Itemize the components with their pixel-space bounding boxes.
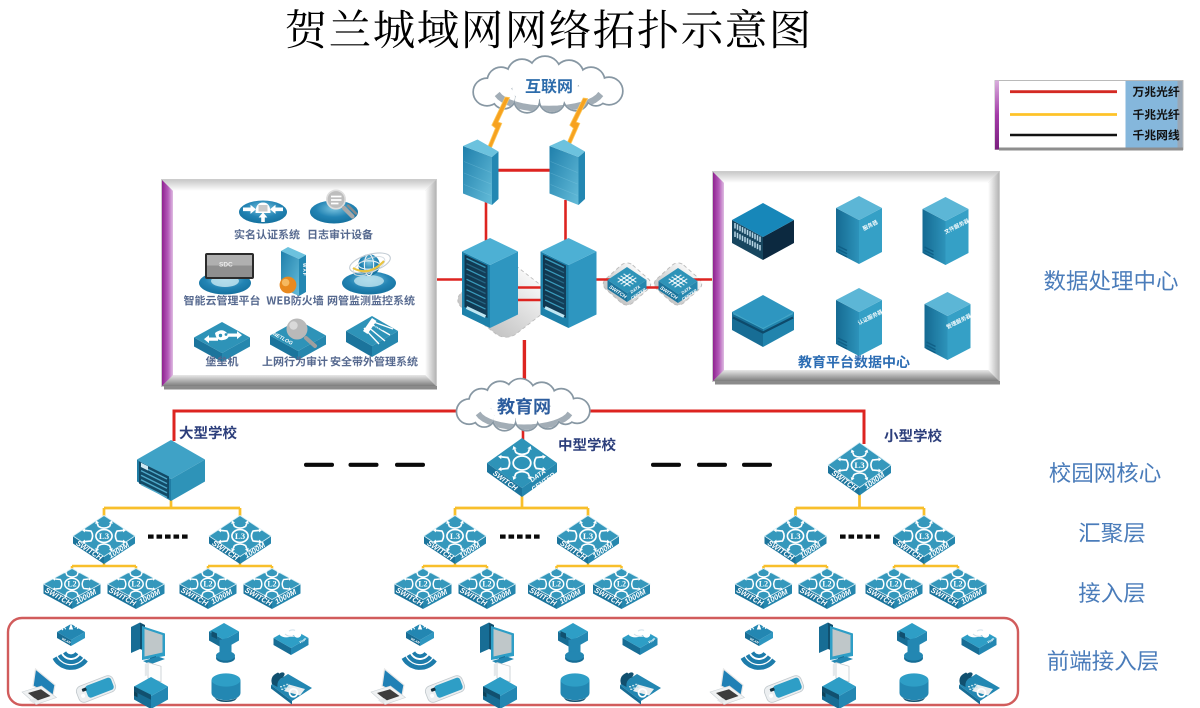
svg-text:L2: L2	[418, 580, 427, 589]
svg-text:L2: L2	[131, 580, 140, 589]
svg-text:L2: L2	[552, 580, 561, 589]
svg-text:L3: L3	[235, 531, 246, 541]
svg-text:L2: L2	[482, 580, 491, 589]
svg-text:L2: L2	[267, 580, 276, 589]
svg-text:L3: L3	[99, 531, 110, 541]
svg-text:L2: L2	[203, 580, 212, 589]
svg-text:L2: L2	[889, 580, 898, 589]
svg-text:L3: L3	[450, 531, 461, 541]
svg-text:L2: L2	[617, 580, 626, 589]
svg-text:L2: L2	[822, 580, 831, 589]
svg-text:L2: L2	[67, 580, 76, 589]
svg-text:L2: L2	[759, 580, 768, 589]
svg-text:KVM: KVM	[374, 323, 385, 331]
svg-text:L3: L3	[790, 531, 801, 541]
svg-text:DATA: DATA	[629, 284, 641, 294]
svg-text:L3: L3	[854, 460, 865, 470]
svg-text:SDC: SDC	[219, 262, 233, 269]
svg-text:W A F: W A F	[302, 263, 307, 276]
svg-text:L2: L2	[953, 580, 962, 589]
svg-text:DATA: DATA	[680, 285, 692, 295]
svg-text:L3: L3	[583, 531, 594, 541]
svg-text:L3: L3	[919, 531, 930, 541]
